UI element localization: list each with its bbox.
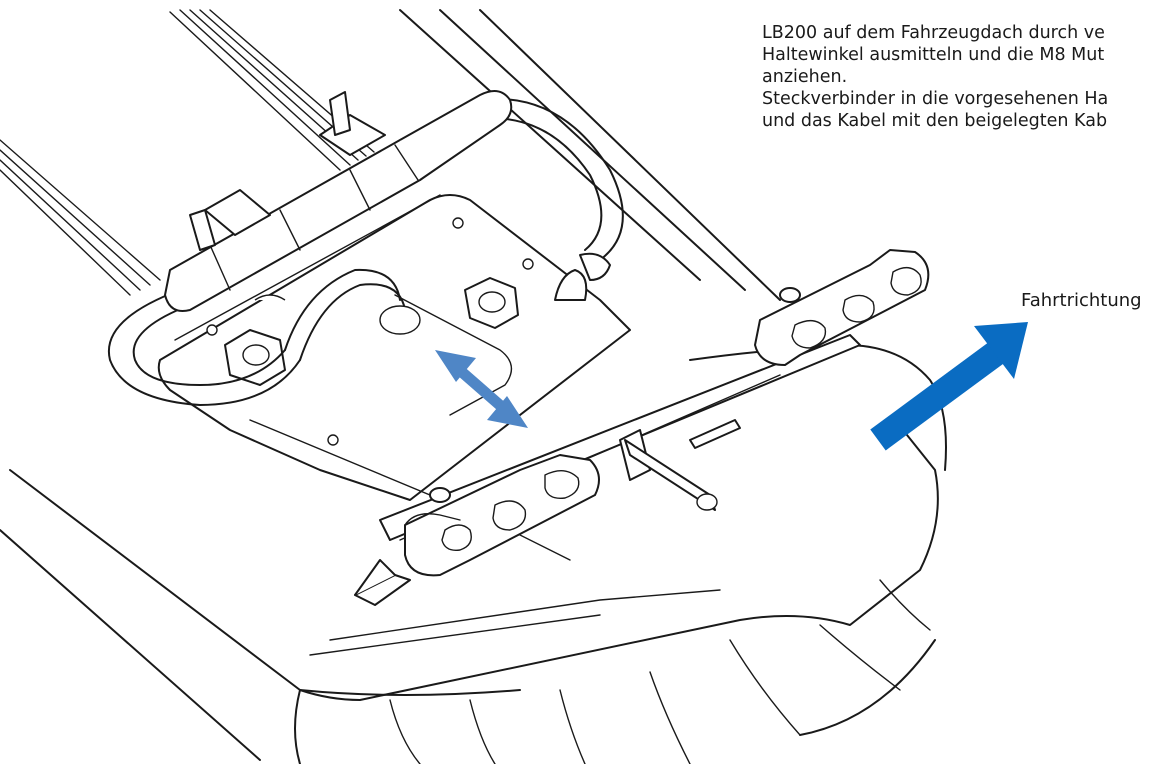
mounting-bracket-left (404, 454, 600, 577)
m8-nut-left (224, 329, 286, 386)
direction-label: Fahrtrichtung (1021, 290, 1142, 311)
mounting-bracket-right (754, 249, 930, 366)
lightbar-housing (0, 9, 947, 764)
instruction-line: anziehen. (762, 67, 848, 87)
instruction-line: Steckverbinder in die vorgesehenen Ha (762, 89, 1109, 109)
m8-nut-right (464, 277, 519, 329)
instruction-line: LB200 auf dem Fahrzeugdach durch ve (762, 23, 1105, 43)
instruction-text: LB200 auf dem Fahrzeugdach durch ve Halt… (762, 22, 1170, 132)
arrow-up-right-icon (870, 322, 1028, 451)
double-arrow-icon (435, 350, 528, 428)
instruction-line: und das Kabel mit den beigelegten Kab (762, 111, 1108, 131)
fuse-holder (164, 90, 513, 312)
cable-harness (107, 97, 624, 406)
roof-rails (0, 9, 375, 296)
instruction-line: Haltewinkel ausmitteln und die M8 Mut (762, 45, 1105, 65)
